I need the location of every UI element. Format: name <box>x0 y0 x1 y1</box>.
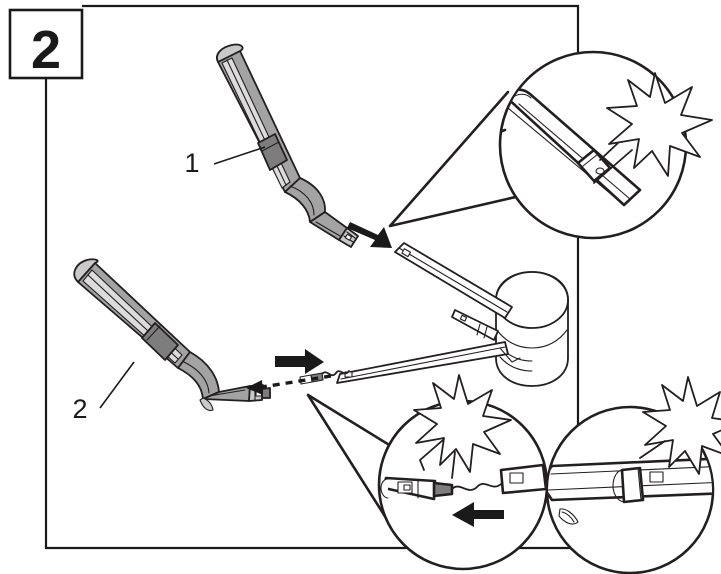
insert-arrow-upper <box>347 222 392 248</box>
step-number-label: 2 <box>31 20 61 80</box>
base-unit <box>495 271 569 387</box>
alignment-arrow-dashed <box>246 374 332 395</box>
rail-socket-block <box>451 309 499 341</box>
step-badge: 2 <box>8 8 84 80</box>
upper-wand-assembly <box>216 43 359 248</box>
part-1-leader-line <box>213 146 266 165</box>
upper-receiving-rail <box>394 242 513 319</box>
part-2-label: 2 <box>72 394 87 424</box>
callout-content-bottom-left <box>380 460 546 527</box>
part-1-label: 1 <box>184 148 199 178</box>
part-2-leader-line <box>99 361 135 409</box>
lower-receiving-rail <box>336 341 521 384</box>
click-burst-bottom-right <box>639 376 721 475</box>
click-burst-top-right <box>593 72 713 184</box>
click-burst-bottom-left <box>413 374 512 479</box>
callout-pointer-top-right <box>388 90 522 228</box>
insert-arrow-lower <box>275 349 324 374</box>
